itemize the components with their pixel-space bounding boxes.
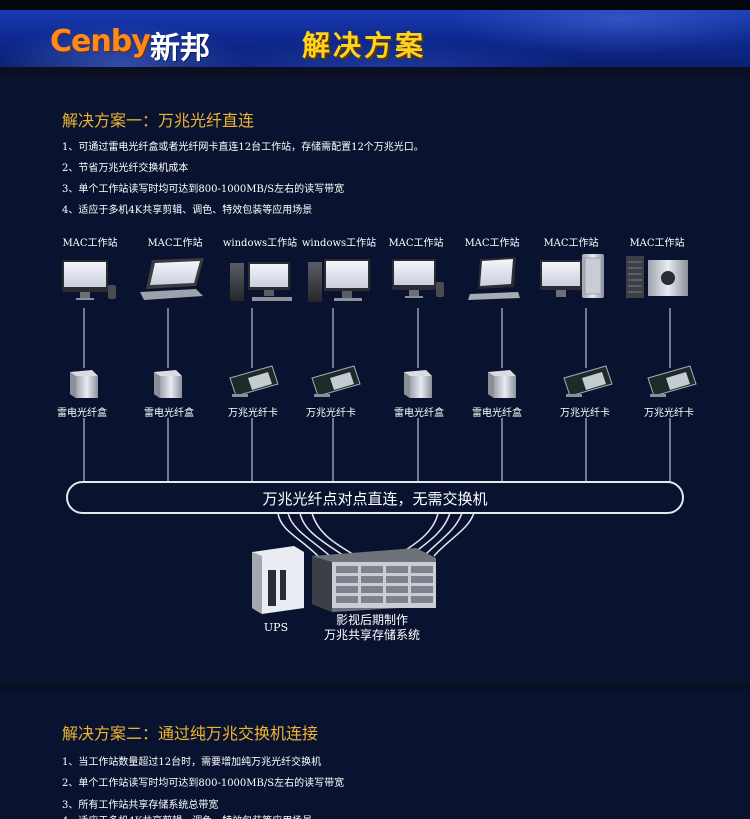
fiber-card-icon (648, 366, 696, 397)
adapter-label: 万兆光纤卡 (540, 404, 630, 419)
macbook-icon (140, 258, 204, 300)
storage-label-line2: 万兆共享存储系统 (312, 628, 432, 643)
adapter-label: 雷电光纤盒 (124, 404, 214, 419)
section-2-title: 解决方案二：通过纯万兆交换机连接 (62, 720, 318, 744)
topology-diagram (0, 0, 750, 690)
section-2-bullet: 4、适应于多机4K共享剪辑、调色、特效包装等应用场景 (62, 812, 312, 819)
adapter-label: 雷电光纤盒 (452, 404, 542, 419)
section-2-bullet: 2、单个工作站读写时均可达到800-1000MB/S左右的读写带宽 (62, 774, 344, 789)
imac-icon (62, 260, 116, 300)
adapter-label: 雷电光纤盒 (37, 404, 127, 419)
fiber-card-icon (230, 366, 278, 397)
storage-server-icon (312, 548, 436, 612)
thunderbolt-box-icon (404, 370, 432, 398)
imac-pro-icon (468, 257, 520, 300)
adapter-label: 万兆光纤卡 (208, 404, 298, 419)
storage-label-line1: 影视后期制作 (312, 613, 432, 628)
thunderbolt-box-icon (70, 370, 98, 398)
pc-tower-monitor-icon (308, 259, 370, 302)
section-2-bullet: 3、所有工作站共享存储系统总带宽 (62, 796, 218, 811)
fiber-card-icon (312, 366, 360, 397)
section-2-bullet: 1、当工作站数量超过12台时，需要增加纯万兆光纤交换机 (62, 753, 321, 768)
thunderbolt-box-icon (154, 370, 182, 398)
mac-pro-cube-icon (626, 256, 688, 298)
adapter-label: 万兆光纤卡 (286, 404, 376, 419)
ups-label: UPS (256, 621, 296, 634)
mac-pro-tower-icon (540, 254, 604, 298)
ups-icon (252, 546, 304, 614)
bus-label: 万兆光纤点对点直连，无需交换机 (66, 488, 684, 509)
pc-tower-monitor-icon (230, 262, 292, 301)
adapter-label: 万兆光纤卡 (624, 404, 714, 419)
adapter-label: 雷电光纤盒 (374, 404, 464, 419)
fiber-card-icon (564, 366, 612, 397)
storage-label: 影视后期制作 万兆共享存储系统 (312, 613, 432, 643)
imac-icon (392, 259, 444, 298)
thunderbolt-box-icon (488, 370, 516, 398)
fiber-cables (278, 513, 474, 556)
